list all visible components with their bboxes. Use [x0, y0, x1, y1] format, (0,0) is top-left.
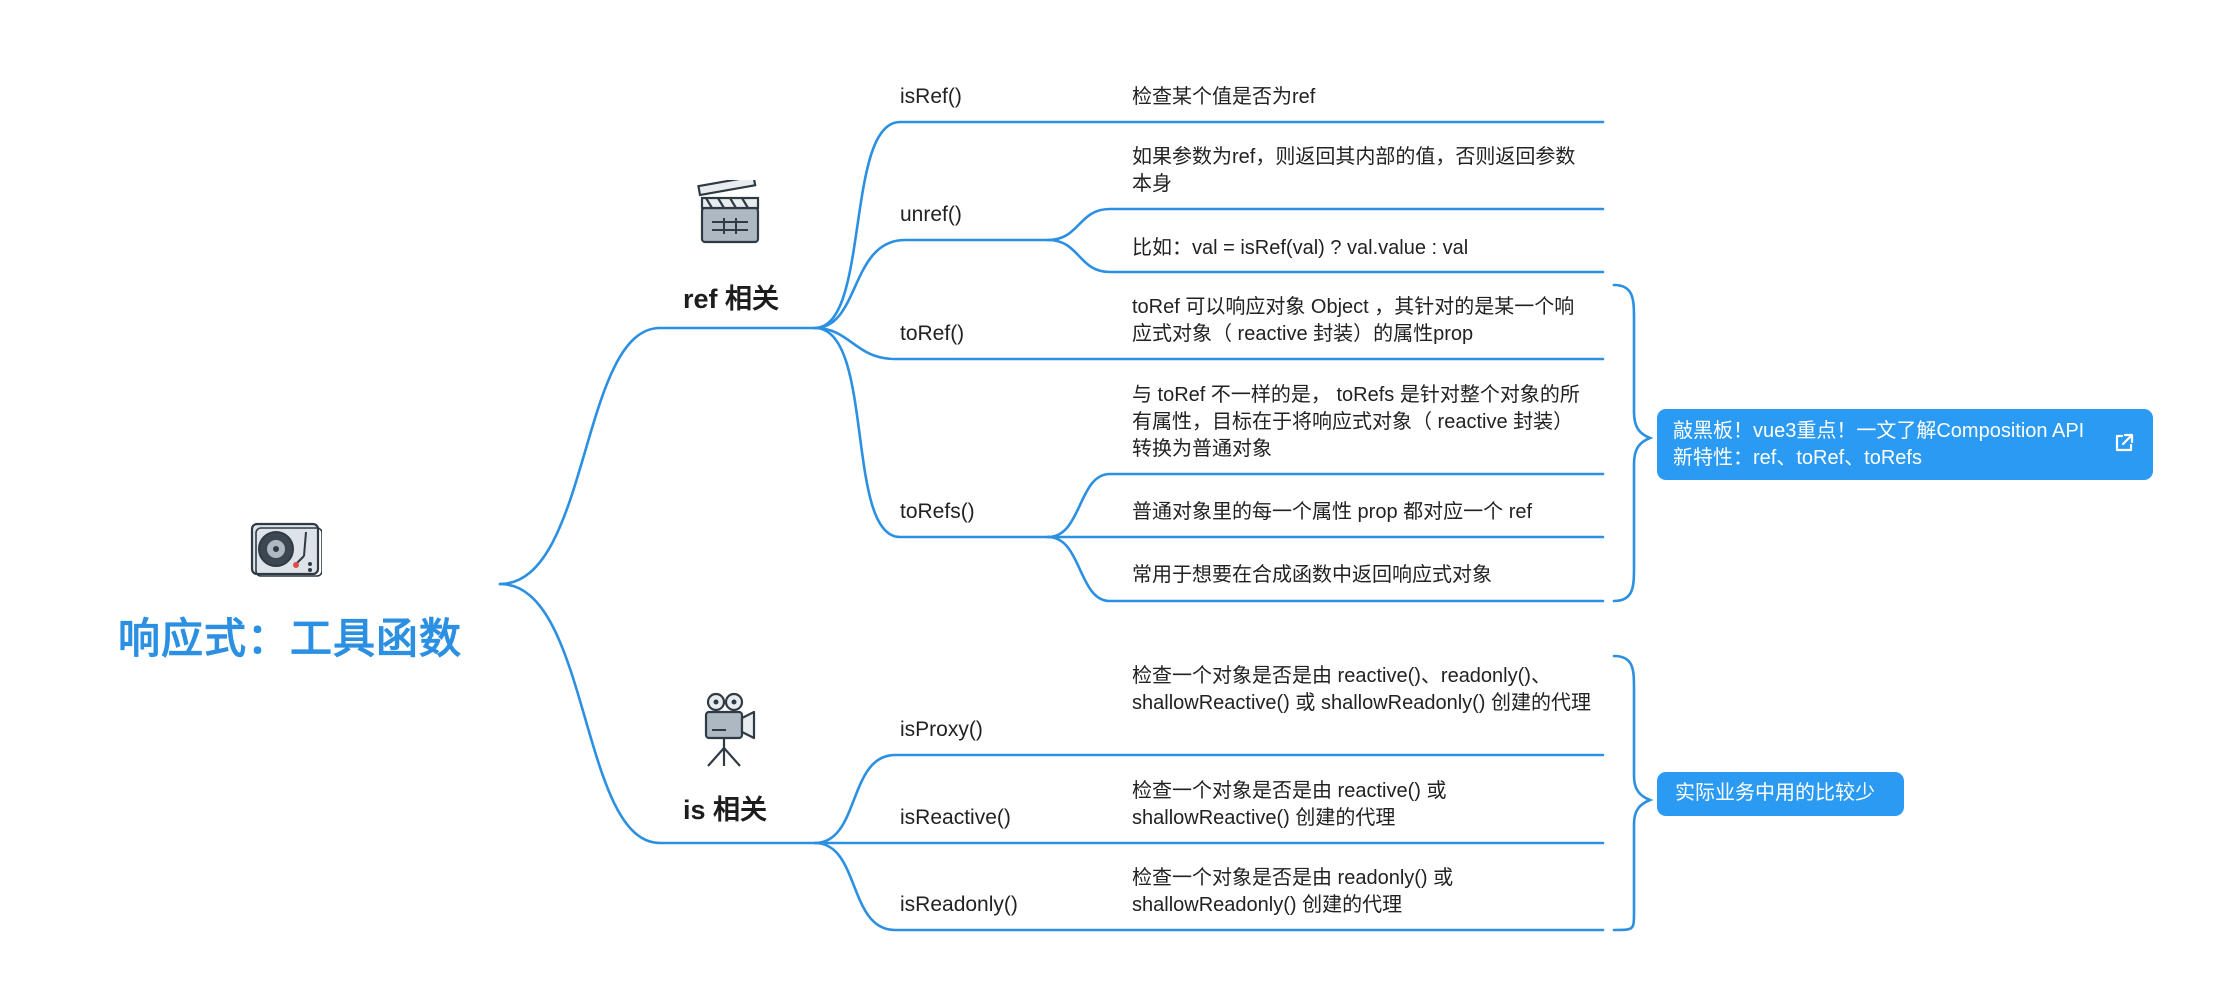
bracket-is — [1612, 654, 1654, 932]
bracket-ref — [1612, 283, 1654, 603]
func-isreadonly[interactable]: isReadonly() — [900, 893, 1018, 916]
desc-torefs-1[interactable]: 与 toRef 不一样的是， toRefs 是针对整个对象的所有属性，目标在于将… — [1132, 384, 1580, 460]
desc-toref[interactable]: toRef 可以响应对象 Object ，其针对的是某一个响应式对象（ reac… — [1132, 296, 1575, 345]
callout-ref-text: 敲黑板！vue3重点！一文了解Composition API新特性：ref、to… — [1673, 420, 2085, 469]
func-isreactive[interactable]: isReactive() — [900, 806, 1011, 829]
callout-ref-link[interactable]: 敲黑板！vue3重点！一文了解Composition API新特性：ref、to… — [1657, 409, 2153, 480]
desc-unref-1[interactable]: 如果参数为ref，则返回其内部的值，否则返回参数本身 — [1132, 146, 1576, 195]
desc-torefs-2[interactable]: 普通对象里的每一个属性 prop 都对应一个 ref — [1132, 501, 1533, 523]
desc-torefs-3[interactable]: 常用于想要在合成函数中返回响应式对象 — [1132, 564, 1492, 586]
link-torefs-a — [1046, 472, 1605, 539]
func-unref[interactable]: unref() — [900, 203, 962, 226]
movie-camera-icon — [696, 690, 758, 773]
callout-is[interactable]: 实际业务中用的比较少 — [1657, 772, 1904, 816]
link-root-ref — [498, 326, 817, 586]
external-link-icon[interactable] — [2113, 432, 2135, 462]
link-is-isproxy — [813, 753, 1605, 845]
branch-title-ref[interactable]: ref 相关 — [683, 284, 780, 314]
link-unref-b — [1046, 238, 1605, 274]
root-title[interactable]: 响应式：工具函数 — [118, 615, 463, 662]
link-ref-torefs — [813, 326, 1050, 539]
link-ref-unref — [813, 238, 1050, 330]
turntable-icon — [250, 520, 323, 583]
func-toref[interactable]: toRef() — [900, 322, 965, 345]
desc-unref-2[interactable]: 比如：val = isRef(val) ? val.value : val — [1132, 237, 1469, 259]
func-isproxy[interactable]: isProxy() — [900, 718, 983, 741]
desc-isref[interactable]: 检查某个值是否为ref — [1132, 86, 1316, 108]
desc-isreadonly[interactable]: 检查一个对象是否是由 readonly() 或 shallowReadonly(… — [1132, 867, 1454, 916]
link-torefs-c — [1046, 535, 1605, 603]
desc-isproxy[interactable]: 检查一个对象是否是由 reactive()、readonly()、shallow… — [1132, 665, 1592, 714]
link-ref-toref — [813, 326, 1605, 361]
link-unref-a — [1046, 207, 1605, 242]
clapperboard-icon — [696, 175, 764, 253]
desc-isreactive[interactable]: 检查一个对象是否是由 reactive() 或 shallowReactive(… — [1132, 780, 1447, 829]
func-torefs[interactable]: toRefs() — [900, 500, 975, 523]
link-is-isreadonly — [813, 841, 1605, 932]
link-ref-isref — [813, 120, 1605, 330]
link-root-is — [498, 582, 817, 845]
func-isref[interactable]: isRef() — [900, 85, 962, 108]
callout-is-text: 实际业务中用的比较少 — [1675, 782, 1875, 804]
branch-title-is[interactable]: is 相关 — [683, 795, 768, 825]
